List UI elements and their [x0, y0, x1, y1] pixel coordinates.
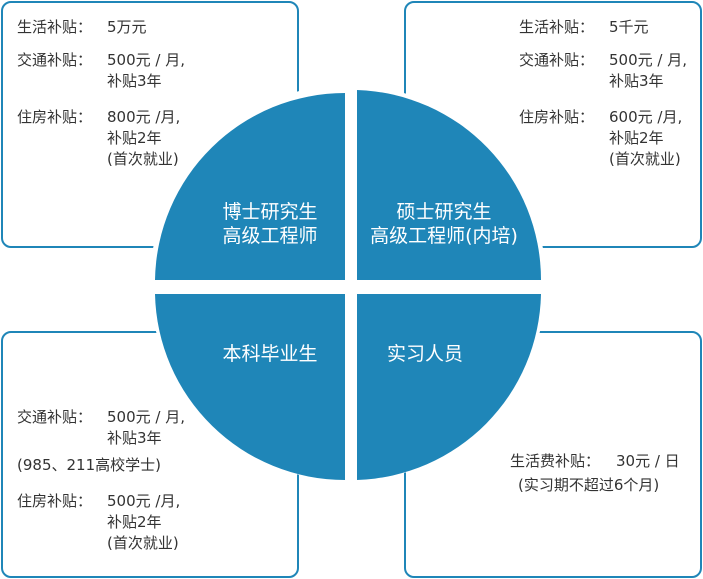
- undergrad-housing-value: 500元 /月,: [107, 492, 181, 510]
- undergrad-housing-condition: (首次就业): [107, 534, 179, 552]
- phd-transport-label: 交通补贴：: [17, 51, 93, 69]
- master-housing-condition: (首次就业): [609, 150, 681, 168]
- quadrant-intern-label: 实习人员: [370, 342, 480, 366]
- quadrant-intern: [357, 294, 541, 480]
- quadrant-phd-line1: 博士研究生: [222, 201, 318, 223]
- intern-living-value: 30元 / 日: [616, 452, 680, 470]
- quadrant-master: [357, 90, 541, 280]
- undergrad-transport-note: (985、211高校学士): [17, 456, 161, 474]
- quadrant-phd: [155, 93, 345, 280]
- undergrad-transport-label: 交通补贴：: [17, 408, 93, 426]
- phd-housing-duration: 补贴2年: [107, 129, 162, 147]
- master-living-value: 5千元: [609, 18, 649, 36]
- phd-housing-label: 住房补贴：: [17, 108, 93, 126]
- quadrant-intern-line1: 实习人员: [386, 343, 463, 365]
- master-transport-duration: 补贴3年: [609, 72, 664, 90]
- phd-transport-duration: 补贴3年: [107, 72, 162, 90]
- phd-living-label: 生活补贴：: [17, 18, 93, 36]
- master-living-label: 生活补贴：: [519, 18, 595, 36]
- quadrant-master-line1: 硕士研究生: [396, 201, 492, 223]
- intern-living-note: (实习期不超过6个月): [518, 476, 660, 494]
- phd-living-value: 5万元: [107, 18, 147, 36]
- phd-transport-value: 500元 / 月,: [107, 51, 185, 69]
- intern-living-label: 生活费补贴：: [510, 452, 601, 470]
- undergrad-transport-value: 500元 / 月,: [107, 408, 185, 426]
- quadrant-master-line2: 高级工程师(内培): [370, 225, 518, 247]
- master-transport-label: 交通补贴：: [519, 51, 595, 69]
- master-housing-value: 600元 /月,: [609, 108, 683, 126]
- phd-housing-condition: (首次就业): [107, 150, 179, 168]
- quadrant-undergrad-label: 本科毕业生: [205, 342, 335, 366]
- undergrad-transport-duration: 补贴3年: [107, 429, 162, 447]
- master-transport-value: 500元 / 月,: [609, 51, 687, 69]
- master-housing-label: 住房补贴：: [519, 108, 595, 126]
- phd-housing-value: 800元 /月,: [107, 108, 181, 126]
- undergrad-housing-duration: 补贴2年: [107, 513, 162, 531]
- undergrad-housing-label: 住房补贴：: [17, 492, 93, 510]
- quadrant-phd-line2: 高级工程师: [222, 225, 318, 247]
- master-housing-duration: 补贴2年: [609, 129, 664, 147]
- quadrant-undergrad: [155, 294, 345, 481]
- quadrant-undergrad-line1: 本科毕业生: [222, 343, 318, 365]
- quadrant-master-label: 硕士研究生 高级工程师(内培): [358, 200, 530, 248]
- quadrant-phd-label: 博士研究生 高级工程师: [205, 200, 335, 248]
